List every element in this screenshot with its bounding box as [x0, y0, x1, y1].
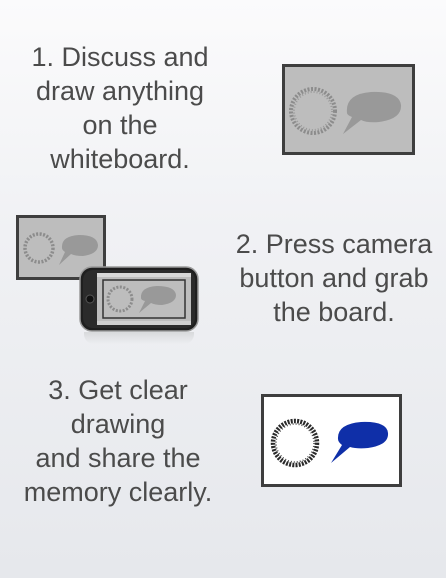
clean-drawing-icon	[264, 397, 399, 484]
step-1-line-4: whiteboard.	[10, 142, 230, 176]
step-1-line-1: 1. Discuss and	[10, 40, 230, 74]
step-1-line-2: draw anything	[10, 74, 230, 108]
phone-reflection	[84, 332, 194, 344]
step-3-text: 3. Get clear drawing and share the memor…	[10, 373, 226, 509]
step-2-text: 2. Press camera button and grab the boar…	[230, 227, 438, 329]
step-3-line-3: and share the	[10, 441, 226, 475]
step-3-line-4: memory clearly.	[10, 475, 226, 509]
phone-icon	[79, 266, 199, 332]
whiteboard-sketch-icon	[285, 67, 412, 152]
step-2-line-1: 2. Press camera	[230, 227, 438, 261]
step-2-line-2: button and grab	[230, 261, 438, 295]
step-1-line-3: on the	[10, 108, 230, 142]
step-1-text: 1. Discuss and draw anything on the whit…	[10, 40, 230, 176]
step-1-whiteboard-image	[282, 64, 415, 155]
step-3-clear-drawing-image	[261, 394, 402, 487]
step-3-line-2: drawing	[10, 407, 226, 441]
step-2-line-3: the board.	[230, 295, 438, 329]
phone-camera-image	[79, 266, 199, 332]
step-3-line-1: 3. Get clear	[10, 373, 226, 407]
